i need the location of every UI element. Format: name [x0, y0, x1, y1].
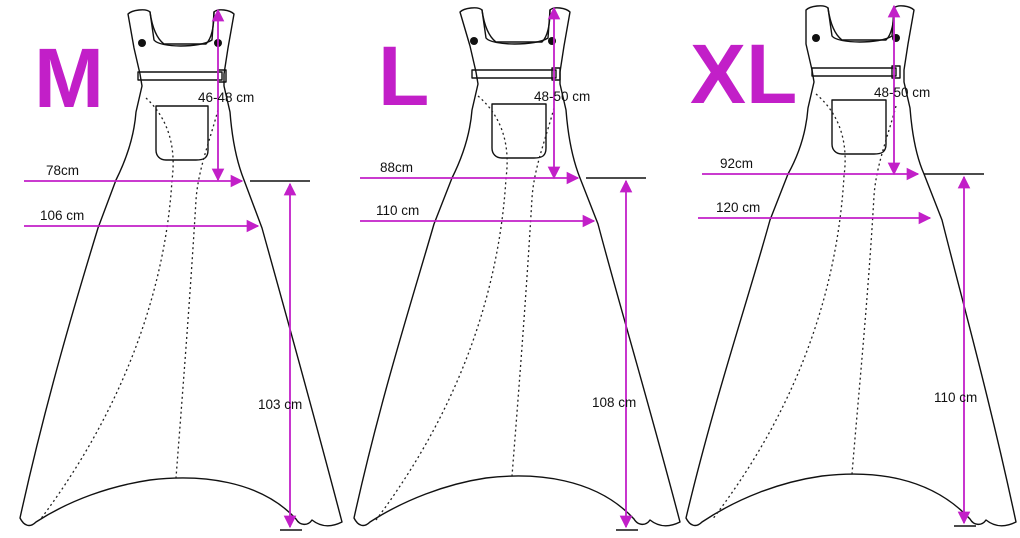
- strap-measure-label: 46-48 cm: [198, 90, 254, 105]
- length-measure-label: 108 cm: [592, 395, 636, 410]
- neckline: [149, 11, 215, 47]
- hip-measure-label: 110 cm: [376, 203, 419, 218]
- button-left-icon: [812, 34, 820, 42]
- seam-line: [851, 105, 897, 475]
- seam-line: [511, 107, 555, 477]
- chest-measure-label: 92cm: [720, 156, 753, 171]
- seam-line: [175, 109, 219, 479]
- hip-measure-label: 106 cm: [40, 208, 84, 223]
- strap-measure-label: 48-50 cm: [874, 85, 930, 100]
- length-measure-label: 110 cm: [934, 390, 977, 405]
- chest-measure-label: 88cm: [380, 160, 413, 175]
- strap-measure-label: 48-50 cm: [534, 89, 590, 104]
- button-left-icon: [138, 39, 146, 47]
- seam-line: [711, 93, 846, 521]
- chest-pocket: [491, 103, 547, 159]
- size-label-l: L: [378, 29, 429, 123]
- chest-measure-label: 78cm: [46, 163, 79, 178]
- chest-pocket: [831, 99, 887, 155]
- garment-size-m: M 46-48 cm 78cm 106 cm 103 cm: [19, 8, 343, 531]
- seam-line: [39, 97, 174, 521]
- garment-size-l: L 48-50 cm 88cm 110 cm 108 cm: [353, 6, 681, 531]
- garment-size-xl: XL 48-50 cm 92cm 120 cm 110 cm: [685, 4, 1017, 527]
- length-measure-label: 103 cm: [258, 397, 302, 412]
- button-left-icon: [470, 37, 478, 45]
- chest-pocket: [155, 105, 209, 161]
- size-label-xl: XL: [690, 27, 797, 121]
- belt: [137, 71, 223, 81]
- neckline: [481, 9, 551, 45]
- hip-measure-label: 120 cm: [716, 200, 760, 215]
- belt: [471, 69, 557, 79]
- size-label-m: M: [34, 31, 104, 125]
- belt: [811, 67, 897, 77]
